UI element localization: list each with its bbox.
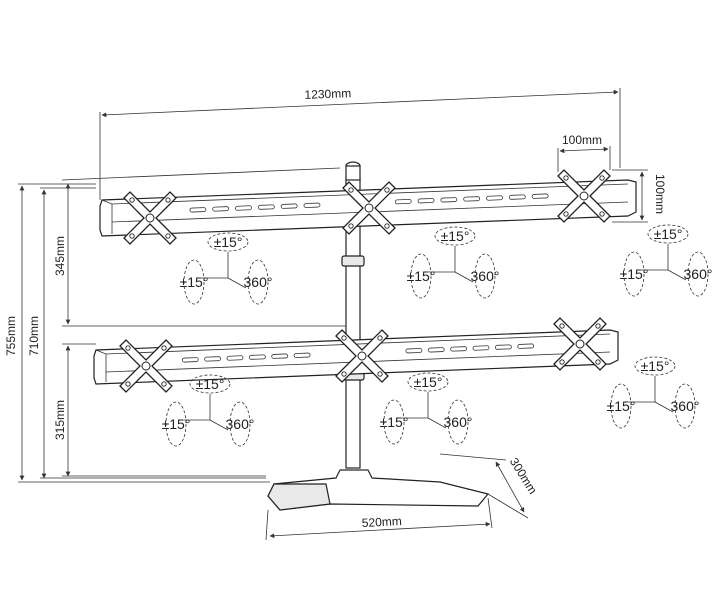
- rail-slot: [394, 199, 412, 205]
- dim-mid-height: 710mm: [27, 316, 41, 356]
- tilt-top-label: ±15°: [414, 374, 443, 390]
- tilt-side-label: ±15°: [407, 268, 436, 284]
- dim-upper-height: 345mm: [53, 236, 67, 276]
- rail-slot: [189, 207, 207, 213]
- dim-total-width: 1230mm: [304, 86, 351, 102]
- rail-slot: [531, 193, 549, 199]
- rail-slot: [181, 357, 199, 363]
- rail-slot: [517, 343, 535, 349]
- rail-slot: [235, 205, 252, 211]
- rotation-label: 360°: [671, 398, 700, 414]
- adjustment-symbols: ±15°±15°360°±15°±15°360°±15°±15°360°±15°…: [162, 224, 713, 447]
- rotation-label: 360°: [684, 266, 713, 282]
- tilt-side-label: ±15°: [162, 416, 191, 432]
- stand-base: [267, 469, 490, 511]
- dimension-lines: [18, 88, 648, 541]
- adjustment-symbol: ±15° ±15° 360°: [180, 232, 273, 305]
- rail-slot: [280, 203, 298, 209]
- tilt-side-label: ±15°: [380, 414, 409, 430]
- rail-slot: [303, 202, 321, 208]
- rotation-label: 360°: [226, 416, 255, 432]
- adjustment-symbol: ±15° ±15° 360°: [380, 372, 473, 445]
- rail-slot: [486, 195, 503, 201]
- tilt-top-label: ±15°: [214, 234, 243, 250]
- tilt-top-label: ±15°: [654, 226, 683, 242]
- rail-slot: [417, 198, 435, 204]
- dim-plate-width: 100mm: [562, 133, 602, 147]
- rail-slot: [271, 353, 289, 359]
- adjustment-symbol: ±15° ±15° 360°: [407, 226, 500, 299]
- dim-lower-height: 315mm: [53, 400, 67, 440]
- rail-slot: [440, 197, 458, 203]
- dim-total-height: 755mm: [4, 316, 18, 356]
- rail-slot: [248, 354, 266, 360]
- tilt-side-label: ±15°: [180, 274, 209, 290]
- rail-slot: [463, 196, 481, 202]
- adjustment-symbol: ±15° ±15° 360°: [620, 224, 713, 297]
- rail-slot: [226, 355, 244, 361]
- rail-slot: [257, 204, 275, 210]
- adjustment-symbol: ±15° ±15° 360°: [607, 356, 700, 429]
- dim-base-width: 520mm: [361, 514, 402, 530]
- rail-slot: [405, 348, 423, 354]
- tilt-side-label: ±15°: [607, 398, 636, 414]
- rail-slot: [293, 352, 311, 358]
- rail-slots: [181, 193, 549, 363]
- tilt-side-label: ±15°: [620, 266, 649, 282]
- tilt-top-label: ±15°: [441, 228, 470, 244]
- tilt-top-label: ±15°: [641, 358, 670, 374]
- tilt-top-label: ±15°: [196, 376, 225, 392]
- rotation-label: 360°: [444, 414, 473, 430]
- rail-slot: [427, 347, 445, 353]
- adjustment-symbol: ±15° ±15° 360°: [162, 374, 255, 447]
- rail-slot: [212, 206, 230, 212]
- height-clamp-upper: [341, 255, 365, 267]
- rail-slot: [508, 194, 526, 200]
- rotation-label: 360°: [244, 274, 273, 290]
- rotation-label: 360°: [471, 268, 500, 284]
- rail-slot: [472, 345, 490, 351]
- rail-slot: [494, 344, 512, 350]
- rail-slot: [450, 346, 468, 352]
- dim-plate-height: 100mm: [653, 174, 667, 214]
- rail-slot: [204, 356, 222, 362]
